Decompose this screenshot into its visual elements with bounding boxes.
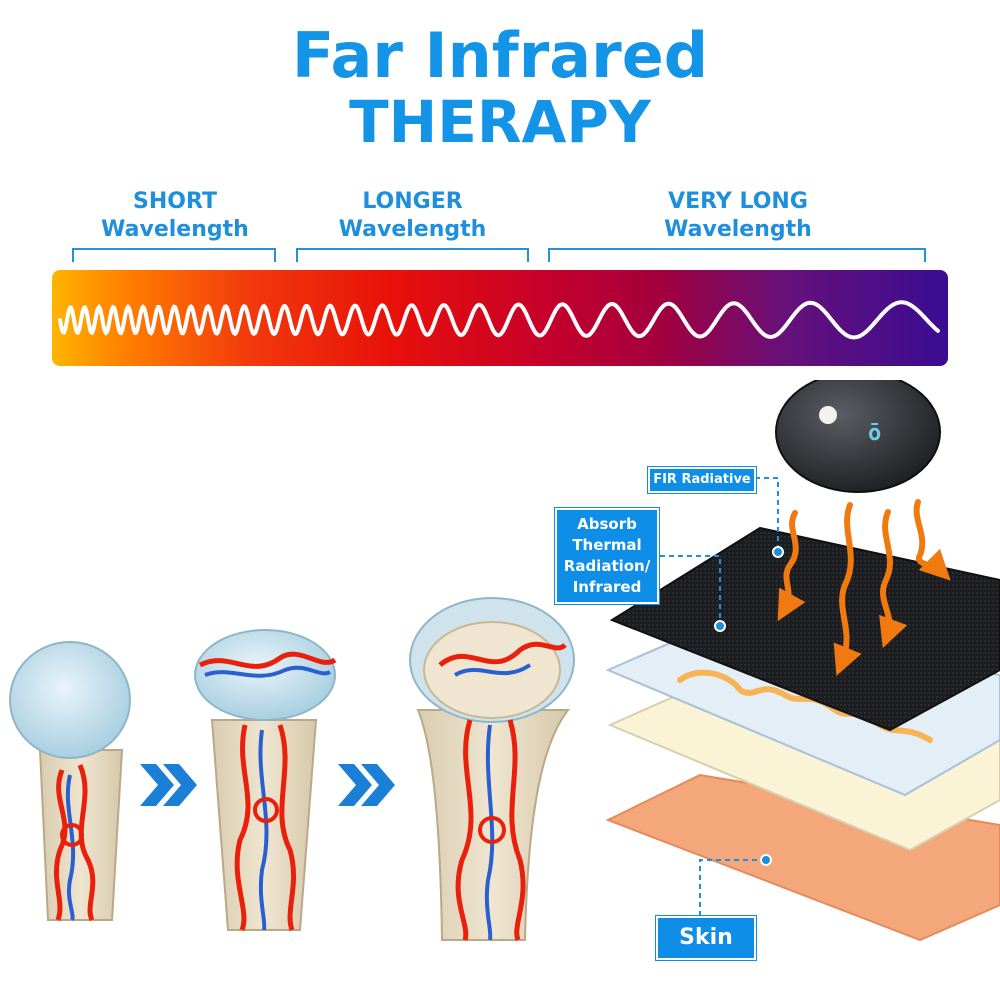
longer-wavelength-line1: LONGER bbox=[362, 189, 463, 214]
wavelength-spectrum-bar bbox=[52, 270, 948, 366]
longer-wavelength-label: LONGER Wavelength bbox=[300, 188, 525, 244]
bone-stage-2 bbox=[194, 629, 337, 931]
fir-radiative-label: FIR Radiative bbox=[648, 467, 756, 493]
therapy-diagram: ō bbox=[9, 380, 1000, 942]
short-wavelength-line1: SHORT bbox=[133, 189, 217, 214]
very-long-wavelength-line1: VERY LONG bbox=[668, 189, 808, 214]
callout-dots bbox=[714, 546, 784, 866]
very-long-wavelength-label: VERY LONG Wavelength bbox=[550, 188, 926, 244]
very-long-wavelength-bracket bbox=[548, 248, 926, 262]
bone-stage-3 bbox=[409, 597, 575, 941]
longer-wavelength-bracket bbox=[296, 248, 529, 262]
heat-arrows bbox=[777, 499, 951, 676]
progression-chevron-1 bbox=[140, 764, 197, 806]
absorb-line2: Thermal bbox=[572, 536, 642, 554]
absorb-thermal-label: Absorb Thermal Radiation/ Infrared bbox=[555, 508, 659, 604]
short-wavelength-line2: Wavelength bbox=[101, 217, 249, 242]
absorb-line4: Infrared bbox=[572, 578, 642, 596]
longer-wavelength-line2: Wavelength bbox=[338, 217, 487, 242]
callout-lines bbox=[660, 477, 779, 916]
short-wavelength-bracket bbox=[72, 248, 276, 262]
wave-line bbox=[58, 300, 940, 340]
fir-device: ō bbox=[775, 380, 941, 493]
fabric-layer bbox=[609, 526, 1000, 732]
skin-label: Skin bbox=[656, 916, 756, 960]
bone-stage-1 bbox=[9, 641, 131, 922]
page-title-line1: Far Infrared bbox=[291, 19, 709, 92]
absorb-line3: Radiation/ bbox=[563, 557, 651, 575]
absorb-line1: Absorb bbox=[577, 515, 637, 533]
very-long-wavelength-line2: Wavelength bbox=[664, 217, 812, 242]
page-title-line2: THERAPY bbox=[349, 88, 651, 156]
svg-text:ō: ō bbox=[868, 421, 881, 446]
progression-chevron-2 bbox=[338, 764, 395, 806]
short-wavelength-label: SHORT Wavelength bbox=[70, 188, 280, 244]
